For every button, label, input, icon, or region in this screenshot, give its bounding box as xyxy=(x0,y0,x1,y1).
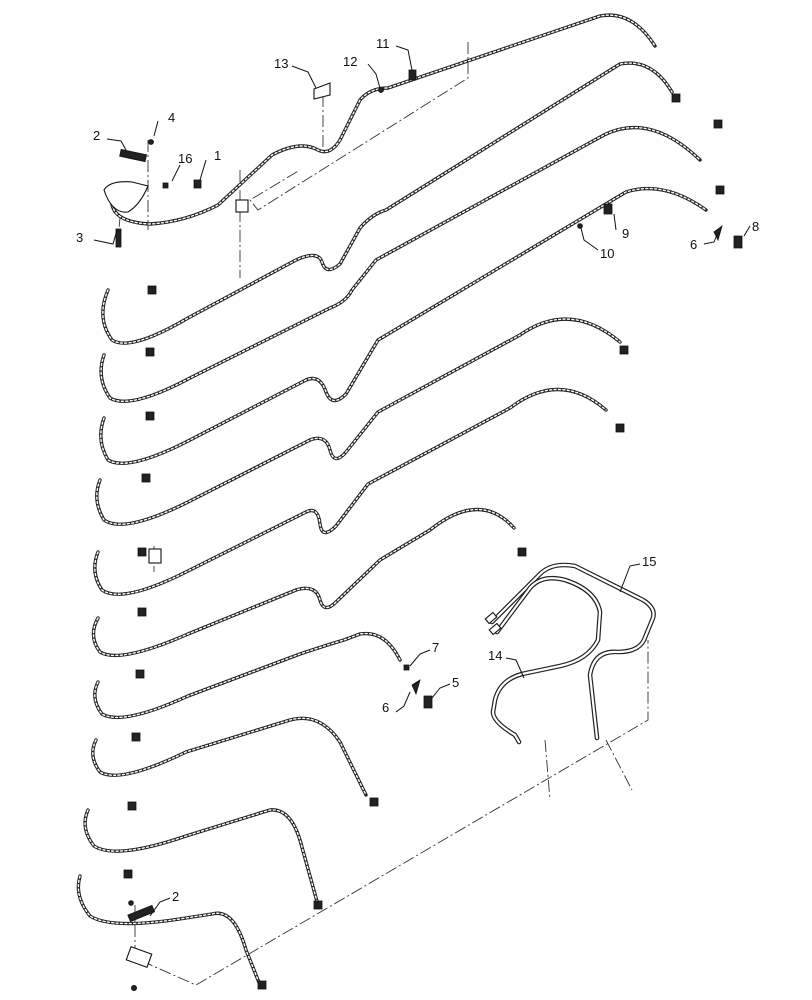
hydraulic-hose-3 xyxy=(99,125,702,403)
callout-9: 9 xyxy=(622,226,629,241)
assembly-centerlines xyxy=(117,42,649,986)
hose-braid-5 xyxy=(96,318,621,525)
coupler-icon xyxy=(147,285,157,295)
callout-4: 4 xyxy=(168,110,175,125)
callout-16: 16 xyxy=(178,151,192,166)
tube-fitting-icon xyxy=(484,611,498,625)
coupler-icon xyxy=(145,411,155,421)
coupler-icon xyxy=(135,669,145,679)
coupler-icon xyxy=(369,797,379,807)
manifold-hardware xyxy=(103,69,743,992)
hydraulic-hose-2 xyxy=(101,61,674,345)
pin-icon xyxy=(115,228,122,248)
hose-braid-9 xyxy=(92,717,367,796)
callout-3: 3 xyxy=(76,230,83,245)
hose-braid-4 xyxy=(100,187,707,464)
tag-icon xyxy=(313,82,331,100)
coupler-icon xyxy=(517,547,527,557)
fitting-icon xyxy=(603,203,613,215)
hydraulic-hose-6 xyxy=(93,387,608,596)
steel-tube-assemblies xyxy=(484,562,656,745)
adapter-icon xyxy=(411,679,421,696)
bolt-icon xyxy=(128,900,134,906)
callout-13: 13 xyxy=(274,56,288,71)
callout-6-lower: 6 xyxy=(382,700,389,715)
callout-2-top: 2 xyxy=(93,128,100,143)
bracket-icon xyxy=(125,945,153,969)
bolt-icon xyxy=(148,139,154,145)
coupler-icon xyxy=(715,185,725,195)
hose-braid-6 xyxy=(94,388,607,595)
callout-6-right: 6 xyxy=(690,237,697,252)
hydraulic-hose-4 xyxy=(99,186,708,465)
coupler-icon xyxy=(131,732,141,742)
coupler-icon xyxy=(313,900,323,910)
coupler-icon xyxy=(137,547,147,557)
hose-braid-1 xyxy=(111,14,656,225)
callout-11: 11 xyxy=(376,36,390,51)
bolt-icon xyxy=(130,985,137,992)
coupler-icon xyxy=(145,347,155,357)
coupler-icon xyxy=(123,869,133,879)
oring-icon xyxy=(577,223,583,229)
hydraulic-hose-11 xyxy=(76,874,262,987)
clip-icon xyxy=(119,148,148,163)
callouts: 2 4 16 1 3 13 12 11 9 10 6 8 7 5 6 15 14 xyxy=(76,36,759,917)
fitting-icon xyxy=(408,69,417,81)
hydraulic-hose-5 xyxy=(95,317,622,526)
cap-icon xyxy=(423,695,433,709)
tube-fitting-icon xyxy=(488,622,502,636)
hose-set xyxy=(76,13,725,990)
oring-icon xyxy=(403,664,410,671)
hose-braid-2 xyxy=(102,62,673,344)
coupler-icon xyxy=(137,607,147,617)
callout-15: 15 xyxy=(642,554,656,569)
manifold-bracket-icon xyxy=(103,181,149,213)
cap-icon xyxy=(733,235,743,249)
bracket-icon xyxy=(148,548,162,564)
coupler-icon xyxy=(671,93,681,103)
coupler-icon xyxy=(141,473,151,483)
bracket-icon xyxy=(235,199,249,213)
hose-braid-3 xyxy=(100,126,701,402)
callout-8: 8 xyxy=(752,219,759,234)
hose-braid-8 xyxy=(94,632,401,719)
callout-1: 1 xyxy=(214,148,221,163)
hydraulic-hose-7 xyxy=(91,507,516,658)
coupler-icon xyxy=(619,345,629,355)
hose-braid-7 xyxy=(92,508,515,657)
hydraulic-hose-10 xyxy=(83,808,320,907)
fitting-icon xyxy=(162,182,169,189)
hose-braid-11 xyxy=(77,875,261,986)
coupler-icon xyxy=(127,801,137,811)
hose-braid-10 xyxy=(84,809,319,906)
callout-12: 12 xyxy=(343,54,357,69)
hydraulic-hose-9 xyxy=(91,716,368,797)
callout-2-bottom: 2 xyxy=(172,889,179,904)
fitting-icon xyxy=(193,179,202,189)
callout-5: 5 xyxy=(452,675,459,690)
oring-icon xyxy=(378,87,384,93)
clip-icon xyxy=(127,904,156,923)
coupler-icon xyxy=(615,423,625,433)
coupler-icon xyxy=(713,119,723,129)
callout-14: 14 xyxy=(488,648,502,663)
callout-10: 10 xyxy=(600,246,614,261)
callout-7: 7 xyxy=(432,640,439,655)
coupler-icon xyxy=(257,980,267,990)
